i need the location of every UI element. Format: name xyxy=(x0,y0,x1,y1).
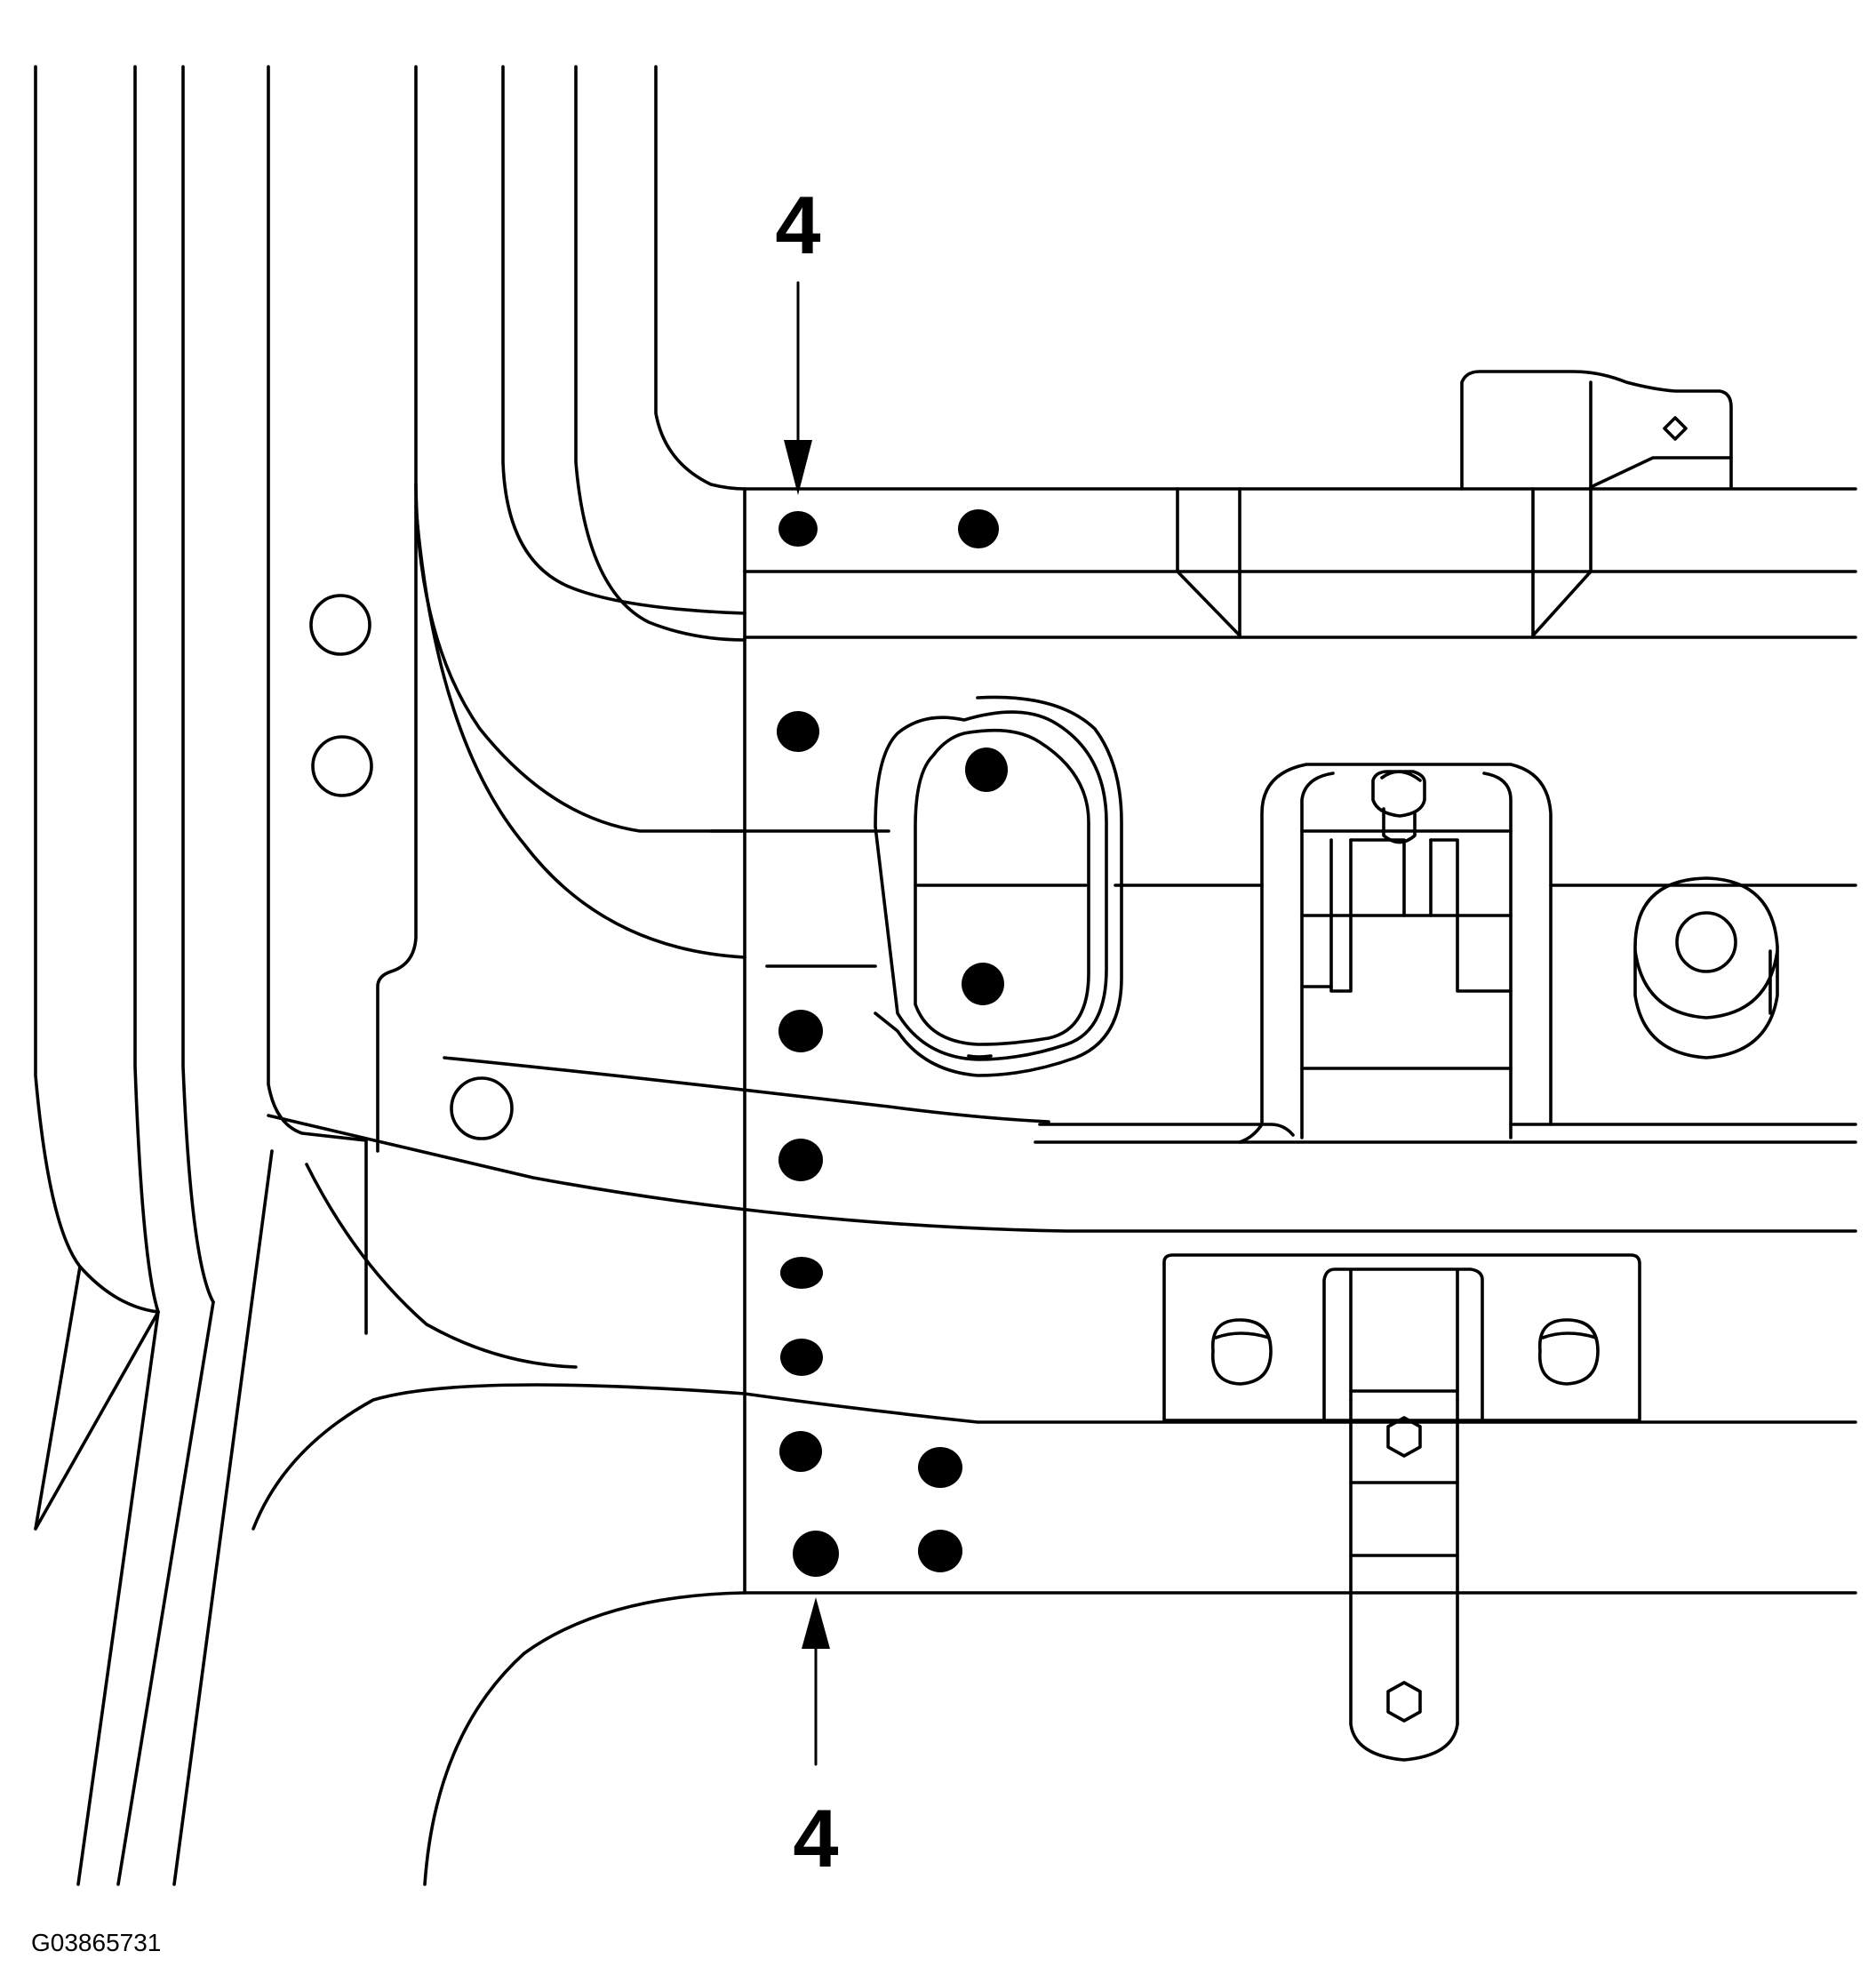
oval-slot xyxy=(874,695,1123,1077)
callout-label-bottom: 4 xyxy=(793,1794,838,1884)
spot-weld xyxy=(780,1339,823,1376)
spot-weld xyxy=(918,1447,962,1488)
open-holes xyxy=(309,594,514,1140)
spot-weld xyxy=(918,1530,962,1572)
boss-hole xyxy=(1675,911,1737,973)
callout-label-top: 4 xyxy=(775,180,820,271)
round-boss xyxy=(1633,876,1779,1059)
spot-weld xyxy=(780,1257,823,1289)
panel-horizontal-lines xyxy=(709,487,1857,1595)
spot-weld xyxy=(793,1531,839,1577)
spot-weld xyxy=(965,748,1008,792)
callout-arrow-bottom xyxy=(802,1597,830,1766)
callout-arrow-top xyxy=(784,281,812,495)
spot-weld xyxy=(778,511,818,547)
spot-weld xyxy=(958,509,999,548)
spot-welds xyxy=(777,509,1008,1577)
latch-bracket xyxy=(1238,763,1553,1144)
spot-weld xyxy=(962,963,1004,1005)
pillar-lines xyxy=(34,65,418,1886)
spot-weld xyxy=(777,711,819,752)
figure-id: G03865731 xyxy=(31,1929,161,1956)
striker-plate xyxy=(1162,1253,1641,1762)
top-flange xyxy=(1176,370,1733,639)
spot-weld xyxy=(779,1431,822,1472)
spot-weld xyxy=(778,1010,823,1052)
spot-weld xyxy=(778,1139,823,1181)
corner-contours xyxy=(251,65,1857,1886)
